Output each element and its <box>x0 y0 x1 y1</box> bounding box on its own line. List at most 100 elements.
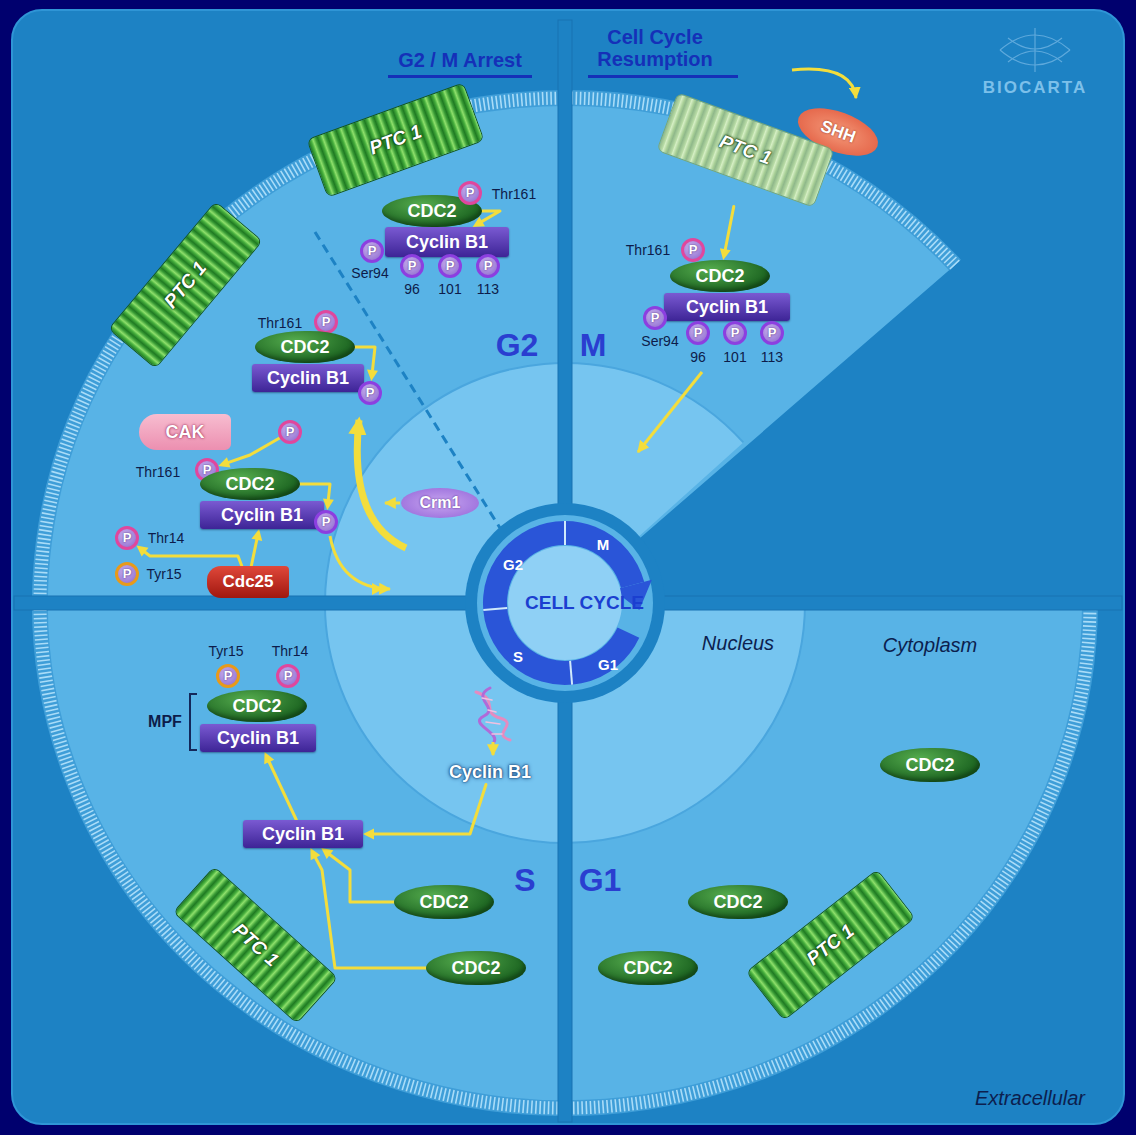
label-holder: Nucleus <box>702 632 774 655</box>
arrow-line <box>229 438 280 462</box>
extracellular-panel <box>12 10 1124 1124</box>
label-holder: M <box>580 327 607 364</box>
arrowhead <box>321 848 333 859</box>
node-text: S <box>513 648 523 665</box>
node-text: P <box>446 259 455 274</box>
label-holder: 113 <box>477 280 499 298</box>
hub-text-holder: CELL CYCLE <box>525 593 605 613</box>
cdc2-protein: CDC2 <box>255 331 355 363</box>
label-holder: 96 <box>404 280 420 298</box>
receptor: PTC 1 <box>174 868 337 1023</box>
label-holder: G2 <box>496 327 539 364</box>
phosphate-circle: P <box>360 239 384 263</box>
header-underline <box>388 75 532 78</box>
dashed-boundary <box>315 232 500 528</box>
section-header: Cell Cycle Resumption <box>580 26 730 70</box>
ligand-oval: SHH <box>792 99 885 165</box>
node-text: CDC2 <box>225 474 274 495</box>
label-holder: Tyr15 <box>146 565 181 583</box>
arrow-connector <box>300 484 334 510</box>
node-text: CAK <box>166 422 205 443</box>
label-holder: 101 <box>438 280 461 298</box>
receptor: PTC 1 <box>657 94 833 207</box>
residue-label: 96 <box>404 281 420 297</box>
phosphate-circle: P <box>458 181 482 205</box>
hub-text-holder: G2 <box>503 556 523 574</box>
hub-text-holder: M <box>597 536 610 554</box>
cdc2-protein: CDC2 <box>880 748 980 782</box>
residue-label: 113 <box>477 281 499 297</box>
ligand-arrow <box>792 69 856 98</box>
phosphate-circle: P <box>216 664 240 688</box>
arrow-line <box>251 540 256 566</box>
cyclin-box: Cyclin B1 <box>252 364 364 392</box>
phosphate-circle: P <box>276 664 300 688</box>
arrowhead <box>251 529 262 541</box>
node-text: P <box>123 531 132 546</box>
node-text: P <box>123 567 132 582</box>
label-holder: Thr14 <box>148 529 185 547</box>
node-text: P <box>284 669 293 684</box>
node-text: P <box>689 243 698 258</box>
node-text: PTC 1 <box>159 257 210 312</box>
import-double-arrow <box>330 536 390 589</box>
region-label: Nucleus <box>702 632 774 655</box>
hub-text-holder: S <box>513 648 523 666</box>
header-underline <box>588 75 738 78</box>
arrow-connector <box>264 752 296 820</box>
arrowhead <box>720 248 731 260</box>
hub-text-holder: G1 <box>598 656 618 674</box>
cyclin-box: Cyclin B1 <box>385 227 509 257</box>
node-text: G1 <box>598 656 618 673</box>
residue-label: Tyr15 <box>146 566 181 582</box>
label-holder: Ser94 <box>641 332 678 350</box>
arrowhead <box>323 499 334 511</box>
arrowhead <box>367 370 378 382</box>
phosphate-circle: P <box>400 254 424 278</box>
node-text: P <box>366 386 375 401</box>
cyclin-box: Cyclin B1 <box>243 820 363 848</box>
label-holder: 113 <box>761 348 783 366</box>
phosphate-circle: P <box>686 321 710 345</box>
cdc2-protein: CDC2 <box>598 951 698 985</box>
arrowhead <box>218 457 230 467</box>
phosphate-circle: P <box>314 310 338 334</box>
node-text: PTC 1 <box>228 919 283 971</box>
node-text: CDC2 <box>695 266 744 287</box>
double-arrowhead <box>372 583 383 595</box>
cell-cycle-wheel <box>465 503 665 703</box>
node-text: CDC2 <box>280 337 329 358</box>
node-text: P <box>286 425 295 440</box>
node-text: PTC 1 <box>716 131 774 170</box>
node-text: Cyclin B1 <box>262 824 344 845</box>
arrow-connector <box>310 848 426 968</box>
quadrant-divider <box>558 20 572 1122</box>
region-label: Cytoplasm <box>883 634 977 657</box>
node-text: SHH <box>818 117 858 148</box>
node-text: P <box>322 315 331 330</box>
phosphate-circle: P <box>195 458 219 482</box>
arrow-connector <box>355 347 378 381</box>
phosphate-circle: P <box>314 510 338 534</box>
logo-text: BIOCARTA <box>983 78 1087 98</box>
label-holder: Tyr15 <box>208 642 243 660</box>
residue-label: Thr161 <box>492 186 536 202</box>
node-text: M <box>597 536 610 553</box>
residue-label: 96 <box>690 349 706 365</box>
arrow-line <box>269 762 296 820</box>
complex-label: MPF <box>148 713 182 731</box>
residue-label: Thr14 <box>148 530 185 546</box>
gene-product: Cyclin B1 <box>441 760 540 785</box>
node-text: CDC2 <box>451 958 500 979</box>
phosphatase-shape: Cdc25 <box>207 566 289 598</box>
arrow-connector <box>363 785 486 840</box>
node-text: Cyclin B1 <box>267 368 349 389</box>
arrow-connector <box>136 545 241 566</box>
node-text: P <box>694 326 703 341</box>
residue-label: Thr161 <box>136 464 180 480</box>
receptor: PTC 1 <box>109 203 261 368</box>
